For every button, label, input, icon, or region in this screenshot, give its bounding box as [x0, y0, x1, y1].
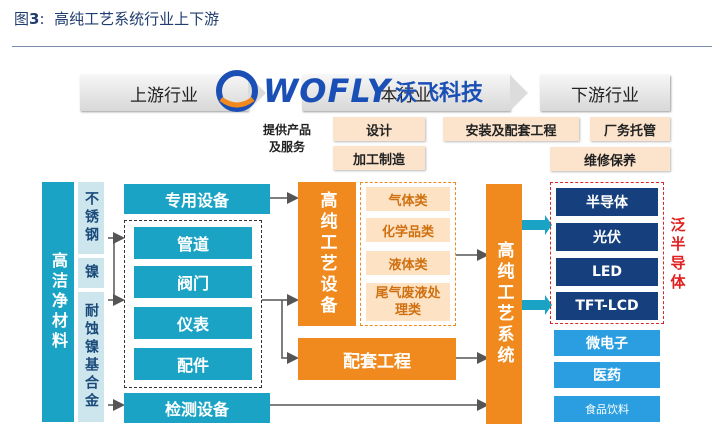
title-colon: : [39, 10, 45, 28]
services-label: 提供产品 及服务 [252, 122, 322, 156]
title-number: 3 [29, 10, 40, 28]
component-valve: 阀门 [134, 266, 252, 298]
supporting-engineering: 配套工程 [298, 338, 456, 380]
type-waste-treatment: 尾气废液处理类 [366, 283, 450, 321]
service-facility-hosting: 厂务托管 [590, 117, 670, 141]
component-pipe: 管道 [134, 227, 252, 259]
downstream-pharma: 医药 [554, 362, 660, 388]
title-rule [12, 46, 712, 47]
services-label-line2: 及服务 [268, 140, 305, 154]
type-gas: 气体类 [366, 187, 450, 211]
material-stainless-steel: 不锈钢 [78, 182, 104, 254]
material-nickel: 镍 [78, 258, 104, 288]
downstream-tft-lcd: TFT-LCD [556, 292, 658, 320]
downstream-semiconductor: 半导体 [556, 188, 658, 216]
component-fitting: 配件 [134, 348, 252, 380]
title-prefix: 图 [14, 10, 30, 28]
hp-process-system: 高纯工艺系统 [486, 184, 522, 424]
downstream-food-beverage: 食品饮料 [554, 396, 660, 422]
logo-cn: 沃飞科技 [394, 81, 483, 106]
service-installation: 安装及配套工程 [443, 117, 579, 141]
wofly-logo: WOFLY 沃飞科技 [215, 66, 515, 116]
downstream-photovoltaic: 光伏 [556, 223, 658, 251]
hp-process-equipment: 高纯工艺设备 [298, 182, 356, 326]
service-processing: 加工制造 [333, 146, 425, 170]
type-liquid: 液体类 [366, 251, 450, 275]
downstream-led: LED [556, 258, 658, 286]
downstream-microelectronics: 微电子 [554, 330, 660, 356]
pan-semiconductor-label: 泛半导体 [668, 217, 687, 293]
testing-equipment: 检测设备 [124, 393, 270, 423]
hp-equipment-types [360, 182, 456, 326]
wofly-logo-icon [216, 70, 258, 112]
type-chemical: 化学品类 [366, 218, 450, 242]
services-label-line1: 提供产品 [262, 123, 311, 137]
material-nickel-alloy: 耐蚀镍基合金 [78, 292, 104, 422]
logo-text: WOFLY [263, 72, 391, 110]
component-instrument: 仪表 [134, 307, 252, 339]
midstream-banner: 本行业 [302, 75, 510, 111]
special-equipment: 专用设备 [124, 184, 270, 214]
pan-semiconductor-group [550, 182, 664, 324]
downstream-banner: 下游行业 [540, 75, 670, 111]
service-maintenance: 维修保养 [550, 147, 670, 171]
midstream-arrow [510, 75, 528, 111]
title-text: 高纯工艺系统行业上下游 [54, 10, 220, 28]
high-clean-material: 高洁净材料 [42, 182, 74, 422]
service-design: 设计 [333, 117, 425, 141]
page-title: 图3: 高纯工艺系统行业上下游 [14, 8, 219, 29]
components-group [124, 220, 262, 388]
